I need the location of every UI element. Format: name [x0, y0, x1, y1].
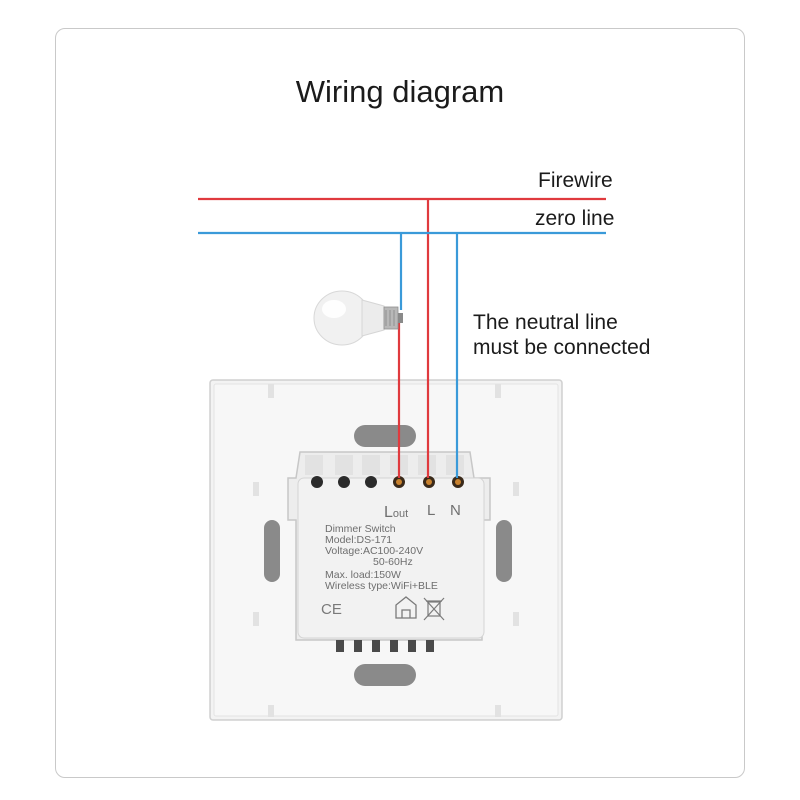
- spec-line-frequency: 50-60Hz: [373, 556, 413, 568]
- spec-line-wireless: Wireless type:WiFi+BLE: [325, 580, 438, 592]
- vent: [372, 640, 380, 652]
- terminal-contact: [396, 479, 402, 485]
- module-ridge: [335, 455, 353, 475]
- plate-notch: [513, 612, 519, 626]
- ce-mark: CE: [321, 601, 342, 618]
- terminal-contact: [426, 479, 432, 485]
- neutral-line-note: The neutral line must be connected: [473, 310, 650, 360]
- plate-notch: [495, 384, 501, 398]
- house-icon: [395, 596, 417, 619]
- vent: [408, 640, 416, 652]
- firewire-label: Firewire: [538, 169, 613, 192]
- zero-line-label: zero line: [535, 207, 615, 230]
- vent: [426, 640, 434, 652]
- spec-line-max-load: Max. load:150W: [325, 569, 401, 581]
- terminal-contact: [455, 479, 461, 485]
- mounting-slot-top: [354, 425, 416, 447]
- plate-notch: [253, 612, 259, 626]
- module-ridge: [362, 455, 380, 475]
- plate-notch: [268, 705, 274, 717]
- vent: [390, 640, 398, 652]
- mounting-slot-right: [496, 520, 512, 582]
- neutral-note-line-1: The neutral line: [473, 311, 618, 334]
- bulb-icon: [313, 290, 403, 346]
- plate-notch: [495, 705, 501, 717]
- vent: [354, 640, 362, 652]
- page-title: Wiring diagram: [295, 74, 505, 109]
- mounting-slot-bottom: [354, 664, 416, 686]
- vent: [336, 640, 344, 652]
- terminal-screw: [338, 476, 350, 488]
- mounting-slot-left: [264, 520, 280, 582]
- neutral-note-line-2: must be connected: [473, 336, 651, 359]
- terminal-label-n: N: [450, 502, 461, 519]
- spec-line-model: Model:DS-171: [325, 534, 393, 546]
- terminal-screw: [311, 476, 323, 488]
- module-ridge: [446, 455, 464, 475]
- switch-module-face: [297, 477, 485, 639]
- terminal-lout-sub: out: [392, 508, 409, 520]
- plate-notch: [513, 482, 519, 496]
- terminal-label-l: L: [427, 502, 436, 519]
- terminal-label-lout: Lout: [384, 504, 408, 522]
- weee-bin-icon: [423, 597, 445, 621]
- spec-line-product: Dimmer Switch: [325, 523, 396, 535]
- module-ridge: [305, 455, 323, 475]
- spec-line-voltage: Voltage:AC100-240V: [325, 545, 424, 557]
- diagram-frame: [55, 28, 745, 778]
- terminal-screw: [365, 476, 377, 488]
- terminal-lout-letter: L: [384, 504, 393, 521]
- plate-notch: [268, 384, 274, 398]
- plate-notch: [253, 482, 259, 496]
